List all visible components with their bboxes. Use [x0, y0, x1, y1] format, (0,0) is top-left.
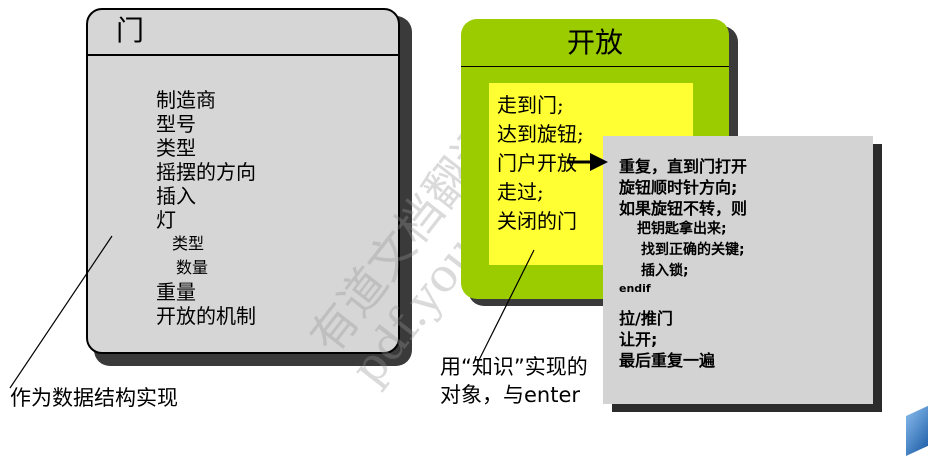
door-title: 门 [116, 14, 145, 47]
door-title-divider [88, 54, 398, 56]
open-title: 开放 [566, 26, 623, 59]
attribute-item: 摇摆的方向 [156, 160, 256, 184]
data-structure-caption: 作为数据结构实现 [10, 386, 178, 410]
attribute-item: 制造商 [156, 88, 216, 112]
code-line: 如果旋钮不转，则 [619, 199, 748, 218]
pseudo-code-box: 重复，直到门打开 旋钮顺时针方向; 如果旋钮不转，则 把钥匙拿出来; 找到正确的… [603, 136, 873, 404]
step-item: 走过; [497, 180, 544, 204]
code-gap [619, 296, 747, 308]
code-line: 让开; [619, 330, 658, 349]
corner-decoration [906, 403, 928, 456]
code-line: 最后重复一遍 [619, 351, 716, 370]
sub-attribute-item: 数量 [176, 258, 209, 277]
code-line: 旋钮顺时针方向; [619, 178, 738, 197]
attribute-item: 插入 [156, 184, 196, 208]
caption-line: 用“知识”实现的 [440, 355, 588, 379]
code-line: 插入锁; [641, 263, 689, 279]
attribute-item: 型号 [156, 112, 196, 136]
attribute-item: 类型 [156, 136, 196, 160]
step-item: 门户开放 [497, 151, 577, 175]
attribute-item: 重量 [156, 280, 196, 304]
pseudo-code-text: 重复，直到门打开 旋钮顺时针方向; 如果旋钮不转，则 把钥匙拿出来; 找到正确的… [619, 156, 747, 371]
step-item: 关闭的门 [497, 209, 577, 233]
step-item: 达到旋钮; [497, 122, 584, 146]
code-line: 重复，直到门打开 [619, 157, 748, 176]
attribute-item: 开放的机制 [156, 304, 256, 328]
open-title-divider [461, 66, 729, 67]
sub-attribute-item: 类型 [172, 234, 205, 253]
door-class-card: 门 制造商 型号 类型 摇摆的方向 插入 灯 类型 数量 重量 开放的机制 [86, 8, 400, 354]
open-steps-list: 走到门; 达到旋钮; 门户开放 走过; 关闭的门 [497, 91, 584, 236]
door-attribute-list: 制造商 型号 类型 摇摆的方向 插入 灯 类型 数量 重量 开放的机制 [156, 88, 256, 328]
caption-line: 对象，与enter [440, 383, 581, 407]
code-line: 拉/推门 [619, 309, 673, 328]
code-line: 找到正确的关键; [641, 242, 745, 258]
step-item: 走到门; [497, 93, 564, 117]
code-line: 把钥匙拿出来; [637, 221, 727, 237]
attribute-item: 灯 [156, 208, 176, 232]
knowledge-caption: 用“知识”实现的 对象，与enter [440, 353, 588, 409]
code-line: endif [619, 282, 651, 295]
